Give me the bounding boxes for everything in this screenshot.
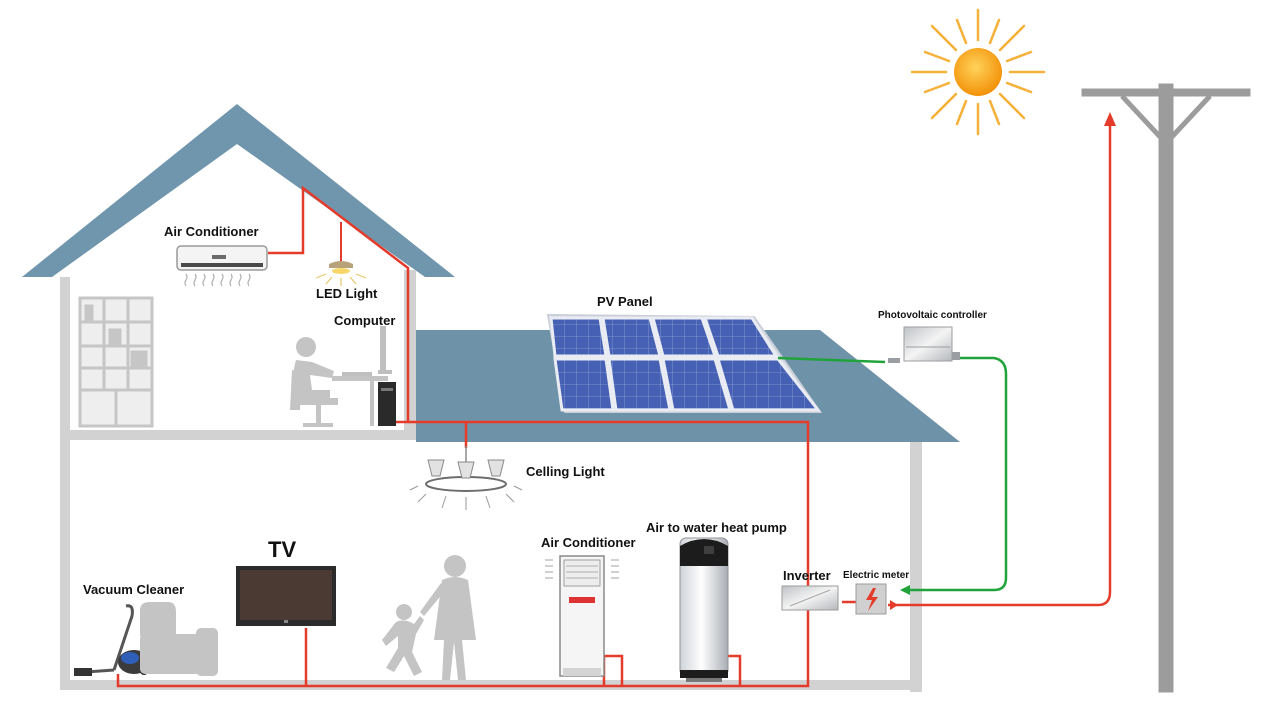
label-celling-light: Celling Light [526, 464, 605, 479]
person-at-desk-icon [290, 337, 388, 427]
utility-pole-icon [1081, 83, 1251, 693]
label-air-conditioner-downstairs: Air Conditioner [541, 535, 636, 550]
label-air-conditioner-upstairs: Air Conditioner [164, 224, 259, 239]
air-conditioner-icon [176, 245, 268, 287]
heat-pump-icon [679, 537, 729, 682]
label-vacuum-cleaner: Vacuum Cleaner [83, 582, 185, 597]
air-conditioner-icon [545, 555, 619, 677]
upper-roof [22, 104, 455, 277]
label-pv-panel: PV Panel [597, 294, 653, 309]
label-electric-meter: Electric meter [843, 570, 910, 581]
label-tv: TV [268, 537, 297, 562]
armchair-icon [140, 602, 218, 676]
chandelier-icon [409, 446, 523, 510]
inverter-icon [781, 585, 839, 611]
ac-wiring [116, 112, 1116, 688]
bookshelf-icon [78, 296, 154, 428]
monitor-icon [342, 326, 396, 426]
led-lamp-icon [315, 222, 367, 286]
lightning-icon [866, 588, 878, 611]
dc-wiring [777, 356, 1008, 595]
pv-panel-icon [546, 313, 822, 413]
pv-controller-icon [888, 326, 960, 363]
tv-icon [236, 566, 336, 626]
label-air-to-water-heat-pump: Air to water heat pump [646, 520, 787, 535]
label-led-light: LED Light [316, 286, 378, 301]
vacuum-cleaner-icon [74, 604, 150, 676]
label-inverter: Inverter [783, 568, 831, 583]
sun-icon [910, 8, 1046, 136]
label-photovoltaic-controller: Photovoltaic controller [878, 310, 987, 321]
family-icon [382, 555, 476, 680]
label-computer: Computer [334, 313, 396, 328]
